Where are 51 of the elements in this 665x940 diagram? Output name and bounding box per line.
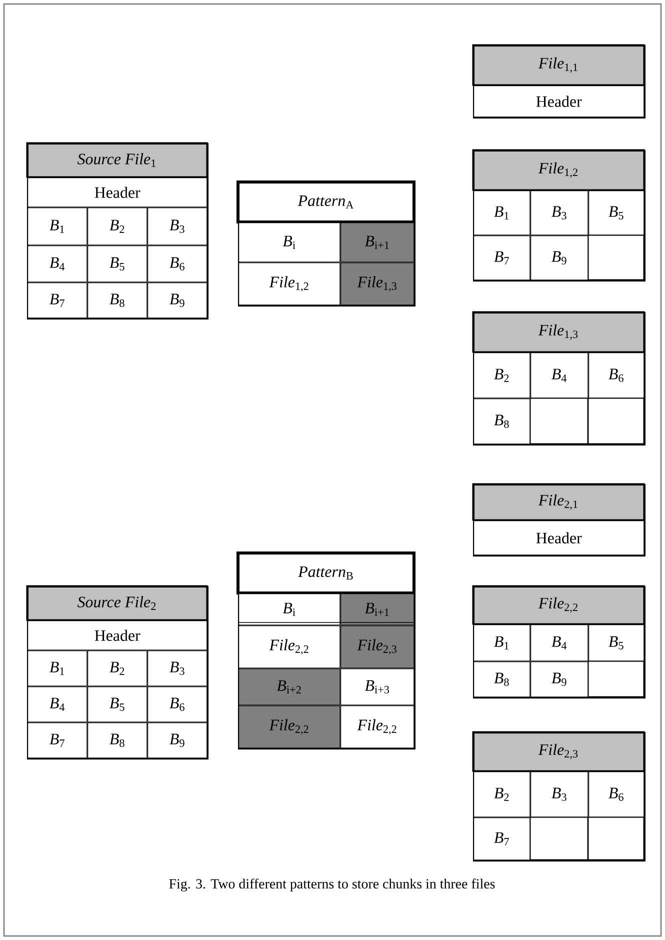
table-cell: B$_{7}$ — [27, 722, 88, 758]
table-cell: B$_{2}$ — [87, 207, 148, 246]
table-cell: B$_{9}$ — [147, 722, 208, 758]
table-cell: B$_{8}$ — [473, 661, 530, 698]
table-cell: B$_{7}$ — [27, 282, 88, 318]
table-cell: B$_{1}$ — [27, 650, 88, 686]
table-cell: Header — [473, 85, 644, 118]
table-cell: B$_{3}$ — [530, 190, 588, 236]
table-cell: File$_{2,2}$ — [238, 625, 340, 668]
table-cell: B$_{2}$ — [473, 352, 530, 398]
table-cell: B$_{7}$ — [473, 817, 530, 860]
table-cell: B$_{5}$ — [87, 245, 148, 282]
table-cell: B$_{i+1}$ — [340, 593, 414, 626]
table-cell: B$_{1}$ — [473, 624, 530, 662]
table-cell: B$_{5}$ — [87, 686, 148, 722]
table-cell: File$_{2,2}$ — [340, 705, 414, 748]
table-cell: B$_{i}$ — [238, 593, 340, 626]
table-cell: B$_{i+3}$ — [340, 668, 414, 706]
table-cell: B$_{i}$ — [238, 222, 340, 262]
table-cell: B$_{8}$ — [87, 282, 148, 318]
table-cell: B$_{2}$ — [473, 771, 530, 818]
table-cell: B$_{7}$ — [473, 235, 530, 280]
table-cell: B$_{i+2}$ — [238, 668, 340, 706]
table-cell: B$_{8}$ — [473, 398, 530, 444]
table-cell: B$_{3}$ — [530, 771, 588, 818]
caption: Fig. 3. Two different patterns to store chunks in three files — [169, 878, 495, 892]
table-cell: B$_{1}$ — [473, 190, 530, 236]
table-cell: File$_{2,2}$ — [238, 705, 340, 748]
table-cell: B$_{4}$ — [27, 245, 88, 282]
table-cell: B$_{4}$ — [530, 352, 588, 398]
table-cell: File$_{1,2}$ — [238, 262, 340, 306]
table-cell: B$_{6}$ — [588, 771, 644, 818]
table-cell: B$_{9}$ — [530, 661, 588, 698]
table-cell: B$_{9}$ — [530, 235, 588, 280]
table-cell: B$_{3}$ — [147, 650, 208, 686]
table-cell: Header — [473, 520, 644, 556]
table-cell: B$_{4}$ — [530, 624, 588, 662]
table-cell: File$_{2,3}$ — [340, 625, 414, 668]
table-cell: File$_{1,3}$ — [340, 262, 414, 306]
table-cell: B$_{4}$ — [27, 686, 88, 722]
table-cell: B$_{8}$ — [87, 722, 148, 758]
table-cell: B$_{1}$ — [27, 207, 88, 246]
table-cell: B$_{6}$ — [147, 686, 208, 722]
table-cell: B$_{9}$ — [147, 282, 208, 318]
table-cell: B$_{5}$ — [588, 190, 644, 236]
table-cell: B$_{i+1}$ — [340, 222, 414, 262]
table-cell: B$_{6}$ — [588, 352, 644, 398]
table-cell: B$_{2}$ — [87, 650, 148, 686]
table-cell: B$_{6}$ — [147, 245, 208, 282]
table-cell: B$_{5}$ — [588, 624, 644, 662]
table-cell: B$_{3}$ — [147, 207, 208, 246]
